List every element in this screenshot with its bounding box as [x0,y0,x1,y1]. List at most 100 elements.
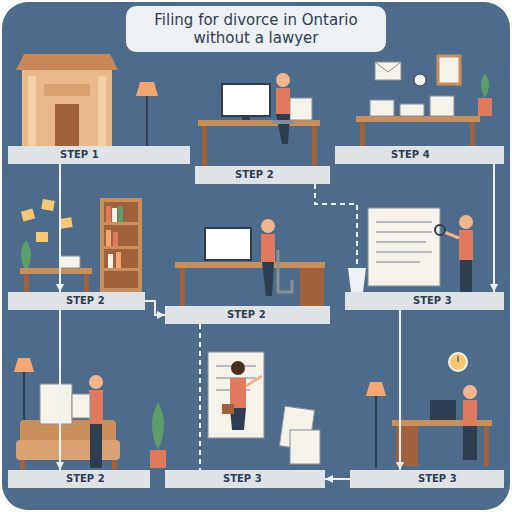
office-desk [470,122,475,146]
desk-worker [366,353,492,468]
desk-worker [463,385,477,399]
sofa-reader [20,460,25,470]
sticky-notes [60,256,80,268]
bookshelf [106,206,111,222]
lamp [146,96,148,146]
document-poster [368,208,440,286]
computer-desk [276,88,290,114]
courthouse [44,84,90,96]
sofa-reader [40,384,72,424]
flow-arrow [493,164,495,292]
office-desk [478,98,492,116]
flow-arrow [325,478,350,480]
title: Filing for divorce in Ontario without a … [132,11,380,47]
woman-with-papers [208,352,320,464]
shelf-band: STEP 2 [195,166,330,184]
sticky-notes [84,274,89,292]
desk-worker [484,426,489,466]
computer-desk [290,98,312,120]
bookshelf [113,232,118,246]
computer-desk-2 [175,262,325,268]
shelf-band: STEP 2 [8,470,150,488]
computer-desk-2 [278,250,292,292]
office-desk [370,100,394,116]
lamp [136,82,158,146]
shelf-band: STEP 2 [165,306,330,324]
sofa-reader [90,424,102,468]
computer-desk-2 [261,234,275,262]
bookshelf [104,268,138,271]
courthouse [28,76,36,148]
office-desk [481,74,489,98]
lamp [136,82,158,96]
step-label: STEP 1 [60,149,99,161]
bookshelf [108,254,113,268]
sticky-notes [21,209,35,222]
woman-with-papers [230,378,246,408]
document-poster [459,230,473,260]
step-label: STEP 2 [235,169,274,181]
sofa-reader [89,375,103,389]
sofa-reader [150,450,166,468]
document-poster [348,208,473,292]
flow-arrow [199,324,201,470]
bookshelf [104,246,138,249]
step-label: STEP 2 [66,295,105,307]
courthouse [22,70,112,148]
sticky-notes [20,268,92,274]
woman-with-papers [290,430,320,464]
sticky-notes [20,199,92,292]
desk-worker [375,396,377,468]
step-label: STEP 3 [418,473,457,485]
document-poster [376,261,420,263]
step-label: STEP 4 [391,149,430,161]
bookshelf [106,230,111,246]
office-desk [356,56,492,146]
document-poster [435,225,445,235]
computer-desk [312,126,317,166]
computer-desk [242,116,250,120]
computer-desk [272,120,294,124]
woman-with-papers [231,361,245,375]
document-poster [376,251,432,253]
office-desk [414,74,426,86]
courthouse [16,54,118,148]
office-desk [356,116,480,122]
sticky-notes [41,199,55,211]
courthouse [55,104,79,148]
sofa-reader [16,440,120,460]
desk-worker [366,382,386,396]
computer-desk [276,73,290,87]
document-poster [376,231,432,233]
desk-worker [463,400,477,426]
sofa-reader [14,358,34,372]
office-desk [360,122,365,146]
computer-desk-2 [180,268,185,306]
bookshelf [112,208,117,222]
sofa-reader [152,402,164,450]
shelf-band: STEP 1 [8,146,190,164]
desk-worker [430,400,456,420]
flow-arrow [59,164,61,292]
desk-worker [458,356,459,362]
sofa-reader [72,394,90,418]
shelf-band: STEP 3 [165,470,325,488]
bookshelf [100,198,142,292]
office-desk [430,96,454,116]
shelf-band: STEP 4 [335,146,504,164]
office-desk [375,62,401,72]
flow-arrow [315,184,357,292]
sofa-reader [14,358,166,470]
bookshelf [116,252,121,268]
sticky-notes [21,240,31,272]
computer-desk [198,73,320,166]
sofa-reader [89,390,103,424]
step-label: STEP 2 [66,473,105,485]
computer-desk-2 [261,219,275,233]
desk-worker [449,353,467,371]
computer-desk [198,120,320,126]
office-desk [375,62,401,80]
sofa-reader [23,372,25,420]
courthouse [16,54,118,70]
